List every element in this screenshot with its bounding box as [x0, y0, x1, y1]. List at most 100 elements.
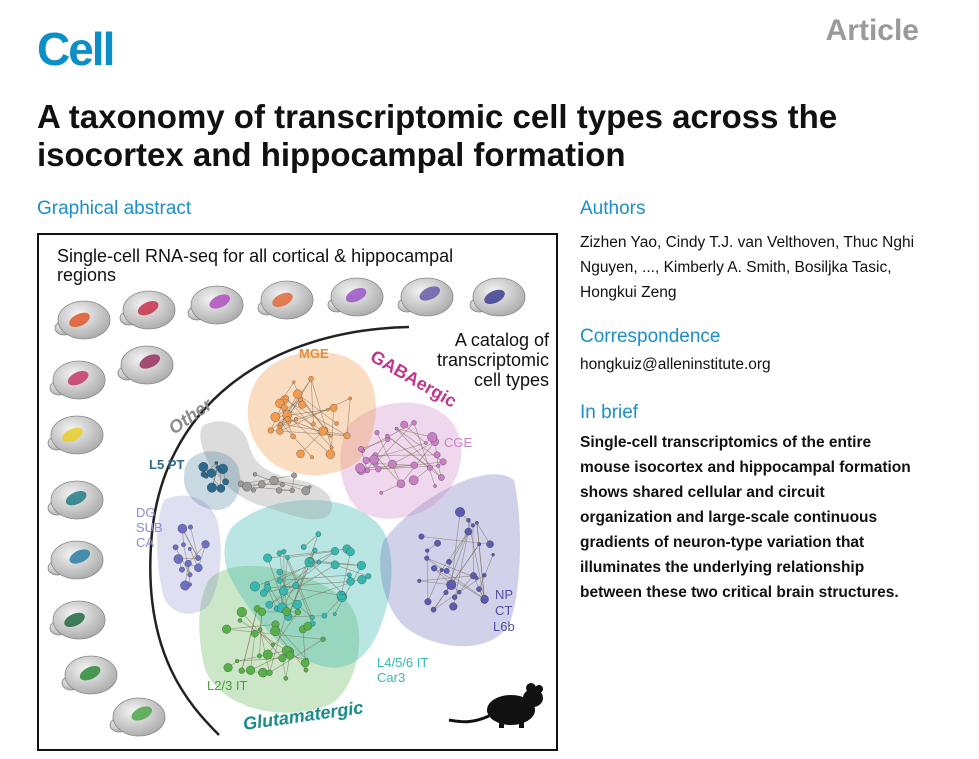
brain-icon — [47, 415, 104, 455]
network-node — [284, 416, 291, 422]
network-edge — [287, 550, 336, 559]
label-cge: CGE — [444, 435, 473, 450]
network-node — [216, 484, 226, 493]
network-node — [245, 665, 256, 675]
network-node — [325, 449, 336, 459]
network-edge — [226, 624, 276, 630]
network-node — [330, 560, 340, 570]
network-node — [292, 581, 300, 589]
network-node — [340, 591, 345, 596]
network-edge — [361, 465, 439, 471]
network-node — [438, 474, 445, 481]
brain-icon — [49, 600, 106, 640]
network-edge — [267, 587, 278, 609]
network-node — [443, 567, 450, 574]
author-list: Zizhen Yao, Cindy T.J. van Velthoven, Th… — [580, 234, 915, 301]
network-node — [279, 482, 285, 488]
network-node — [355, 463, 366, 474]
brain-icon — [47, 480, 104, 520]
network-node — [486, 540, 494, 548]
label-mge: MGE — [299, 346, 329, 361]
network-node — [410, 461, 418, 469]
catalog-text-line3: cell types — [474, 370, 549, 390]
cell-type-network — [172, 376, 495, 681]
network-node — [491, 553, 495, 557]
network-node — [418, 533, 425, 540]
network-edge — [175, 547, 191, 575]
network-node — [320, 636, 326, 642]
network-node — [177, 523, 188, 534]
network-node — [218, 469, 222, 473]
network-node — [303, 621, 313, 631]
network-node — [276, 568, 284, 576]
network-edge — [239, 620, 287, 652]
label-car3: Car3 — [377, 670, 405, 685]
network-node — [206, 468, 216, 478]
network-node — [358, 446, 364, 452]
brain-icon — [397, 277, 454, 317]
network-node — [343, 432, 351, 440]
network-node — [181, 542, 186, 548]
network-node — [425, 548, 430, 553]
authors-heading: Authors — [580, 198, 646, 219]
page-title: A taxonomy of transcriptomic cell types … — [37, 98, 838, 173]
network-edge — [269, 564, 336, 606]
network-node — [308, 557, 314, 564]
network-node — [321, 612, 328, 619]
network-node — [294, 608, 301, 616]
network-node — [194, 563, 203, 572]
network-node — [195, 555, 201, 561]
network-node — [329, 404, 338, 412]
network-node — [263, 584, 271, 592]
network-node — [292, 599, 302, 610]
network-node — [179, 566, 185, 573]
network-edge — [250, 633, 256, 671]
network-node — [275, 487, 283, 494]
catalog-text-line2: transcriptomic — [437, 350, 549, 370]
network-node — [417, 578, 422, 583]
network-edge — [376, 432, 402, 484]
network-edge — [360, 464, 415, 469]
network-node — [455, 507, 466, 518]
graphical-abstract-figure: Single-cell RNA-seq for all cortical & h… — [47, 246, 550, 737]
network-node — [475, 521, 479, 525]
in-brief-text: Single-cell transcriptomics of the entir… — [580, 434, 911, 601]
network-node — [388, 459, 397, 469]
network-node — [201, 540, 210, 549]
network-node — [281, 549, 287, 555]
label-ct: CT — [495, 603, 512, 618]
network-node — [267, 427, 274, 434]
network-edge — [275, 398, 301, 418]
separator-arc — [149, 325, 410, 736]
network-edge — [297, 393, 337, 424]
brain-icons — [47, 277, 526, 737]
network-edge — [310, 378, 332, 448]
network-edge — [182, 528, 199, 559]
network-edge — [183, 544, 191, 575]
journal-logo: Cell — [37, 23, 115, 75]
network-node — [385, 437, 391, 442]
network-node — [411, 420, 417, 426]
network-node — [257, 653, 262, 659]
network-edge — [281, 557, 288, 608]
network-edge — [433, 567, 485, 600]
network-node — [252, 472, 258, 477]
network-node — [260, 589, 268, 597]
network-node — [326, 407, 330, 412]
network-edge — [419, 575, 474, 582]
network-edge — [273, 480, 306, 492]
network-node — [279, 586, 288, 596]
network-node — [172, 544, 179, 551]
network-edge — [331, 407, 334, 448]
article-type-label: Article — [825, 14, 919, 47]
network-edge — [334, 564, 369, 577]
label-sub: SUB — [136, 520, 163, 535]
network-node — [257, 627, 263, 632]
network-node — [310, 455, 314, 460]
network-node — [223, 663, 233, 673]
network-node — [269, 475, 279, 486]
network-node — [346, 572, 352, 578]
network-node — [214, 461, 219, 465]
correspondence-email[interactable]: hongkuiz@alleninstitute.org — [580, 356, 771, 373]
network-node — [215, 465, 221, 470]
